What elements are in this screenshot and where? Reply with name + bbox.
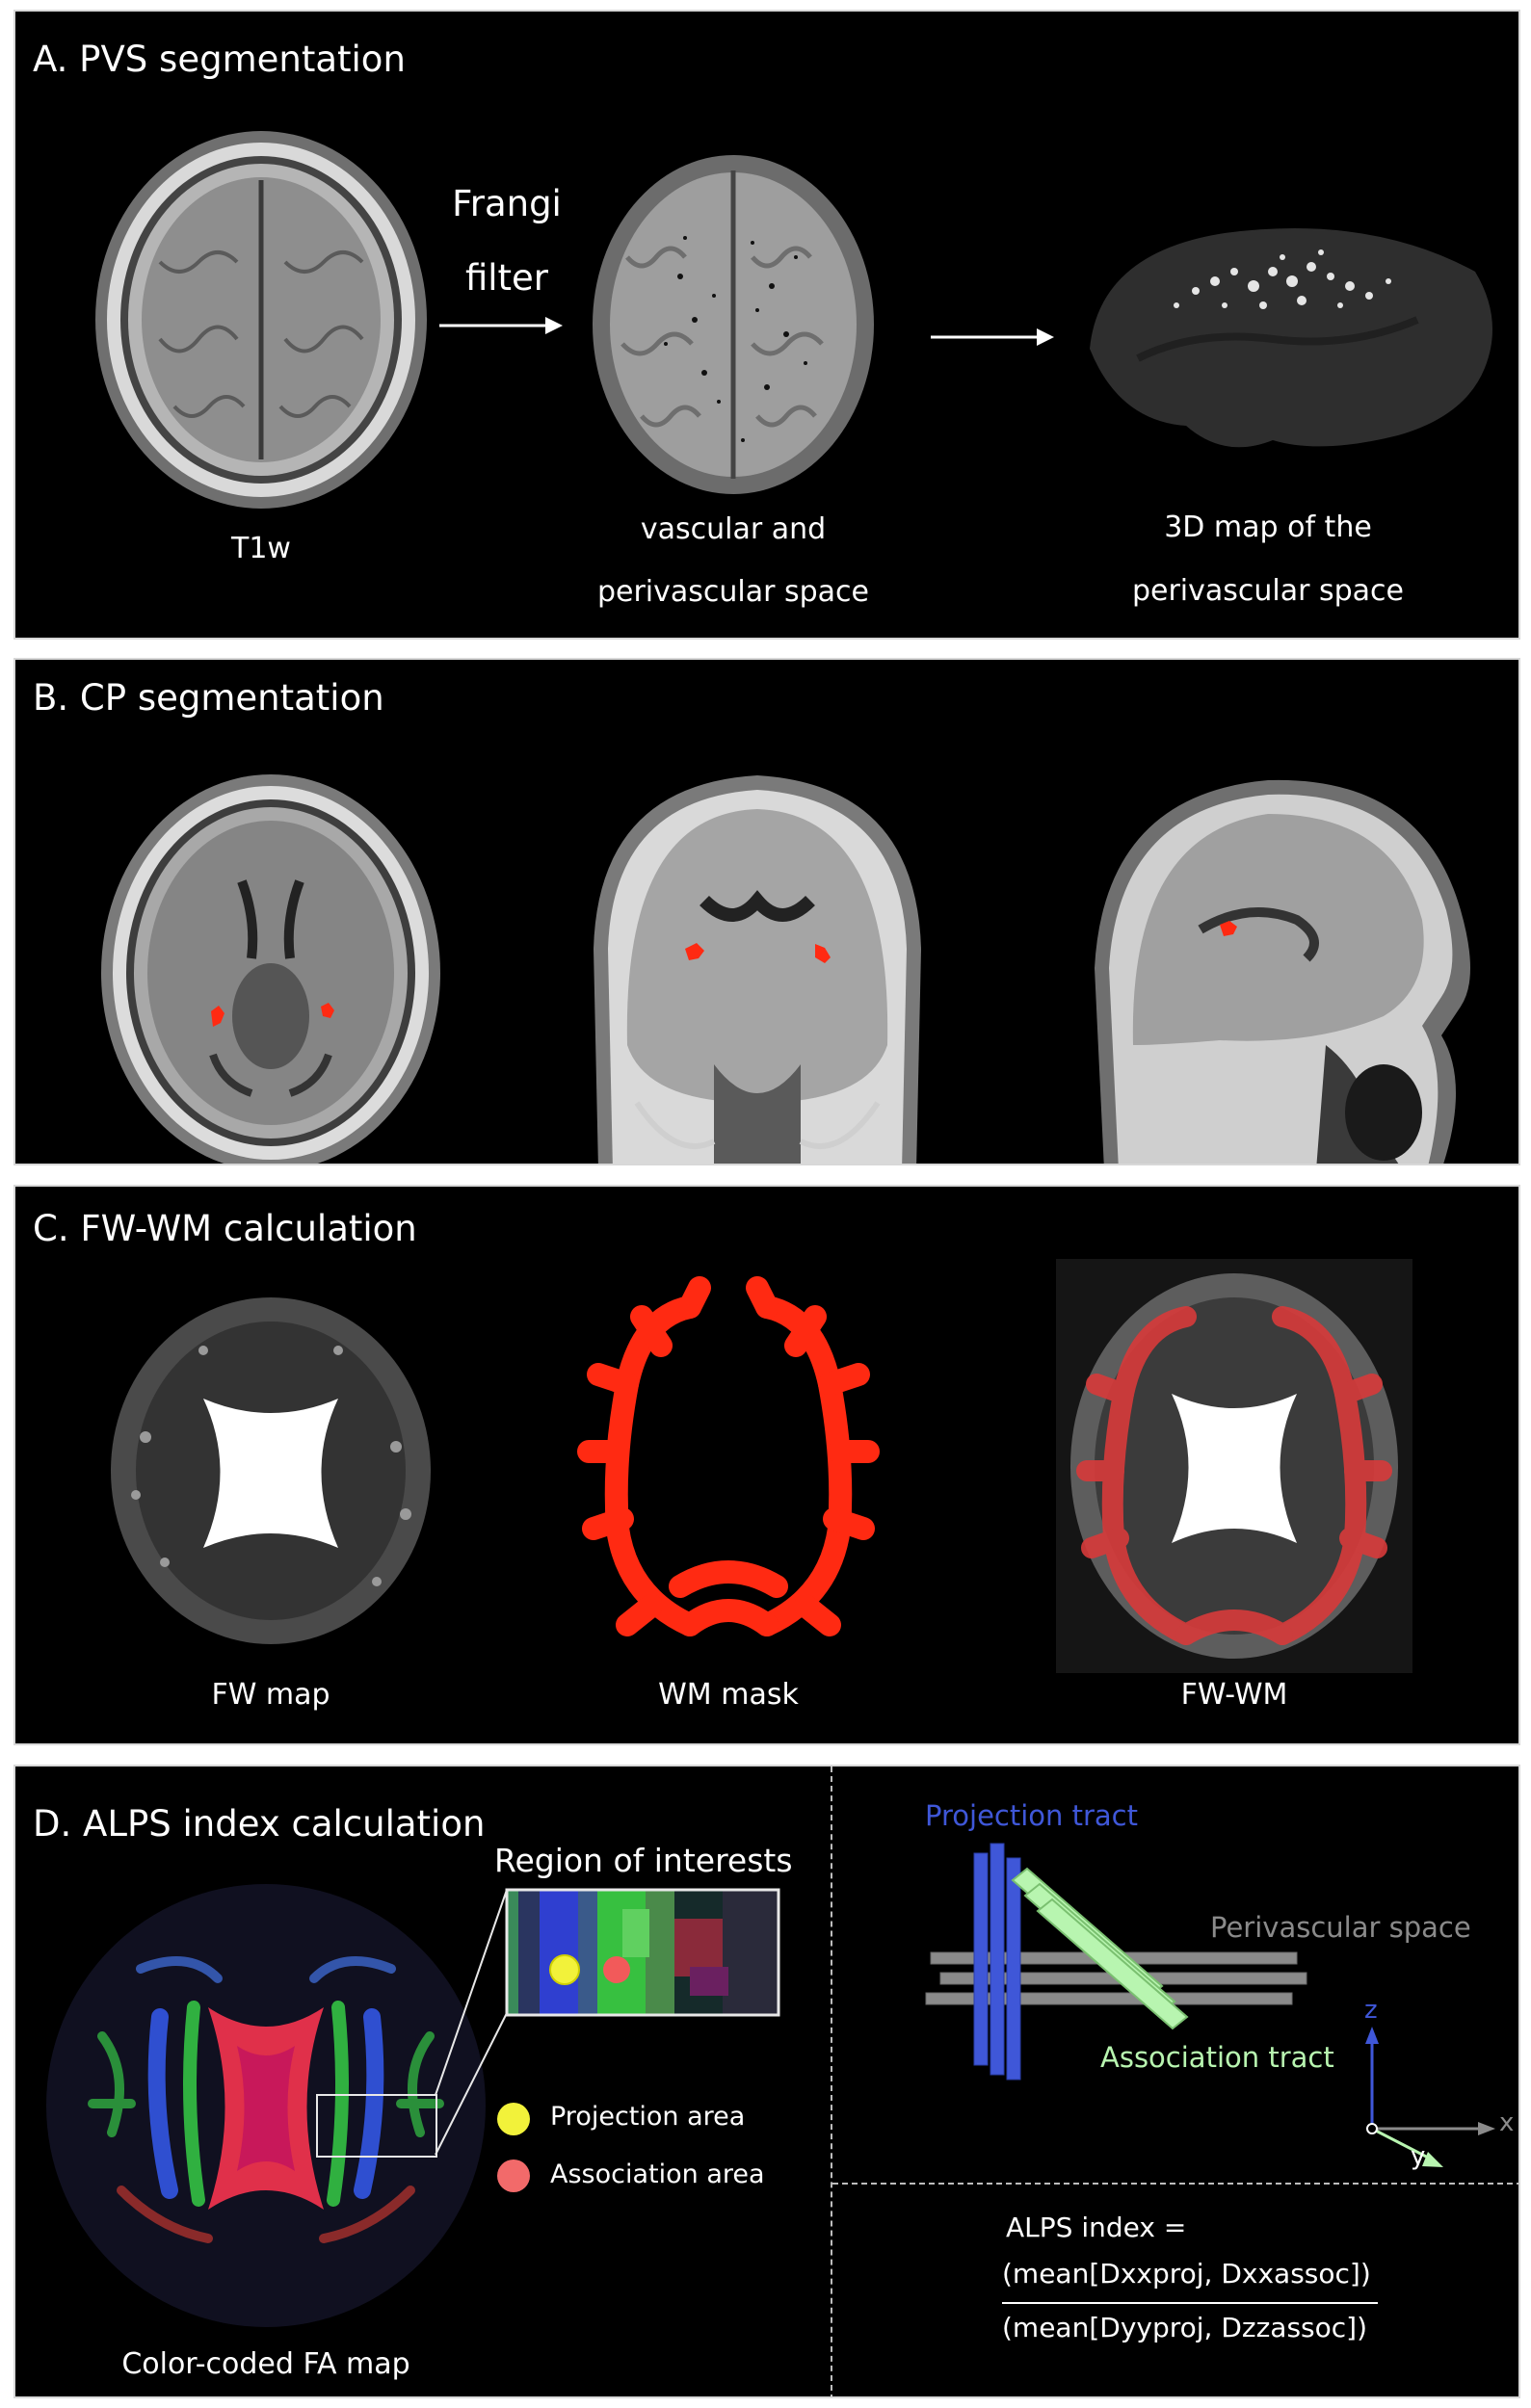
panel-b-title: B. CP segmentation <box>33 677 384 719</box>
axis-y-label: y <box>1411 2142 1426 2171</box>
formula-lhs: ALPS index = <box>1006 2212 1187 2243</box>
perivascular-space-label: Perivascular space <box>1210 1911 1471 1944</box>
label-fa-map: Color-coded FA map <box>121 2347 410 2381</box>
panel-d-alps-index-calculation: D. ALPS index calculation Region of inte… <box>13 1765 1520 2398</box>
label-fw-wm: FW-WM <box>1180 1678 1288 1712</box>
axis-x-label: x <box>1499 2108 1515 2137</box>
label-wm-mask: WM mask <box>658 1678 799 1712</box>
legend-projection-label: Projection area <box>550 2102 746 2132</box>
tract-diagram <box>925 1843 1307 2081</box>
vascular-space-image <box>593 155 874 494</box>
panel-d-title: D. ALPS index calculation <box>33 1803 486 1845</box>
fw-wm-overlay-image <box>1056 1259 1412 1673</box>
formula-denominator: (mean[Dyyproj, Dzzassoc]) <box>1002 2312 1367 2343</box>
legend-association-label: Association area <box>550 2159 765 2189</box>
fw-map-image <box>111 1297 431 1644</box>
label-3d-line2: perivascular space <box>1131 574 1405 608</box>
legend-association-dot <box>497 2159 530 2192</box>
horizontal-dashed-divider <box>832 2183 1518 2185</box>
axis-z-label: z <box>1364 1996 1378 2025</box>
label-vascular-line1: vascular and <box>640 512 827 546</box>
cp-sagittal-image <box>1095 779 1470 1164</box>
roi-title: Region of interests <box>494 1842 793 1879</box>
roi-box-on-fa-map <box>316 2094 437 2158</box>
arrow-frangi <box>439 317 563 334</box>
label-fw-map: FW map <box>211 1678 330 1712</box>
t1w-axial-image <box>95 131 427 509</box>
panel-c-title: C. FW-WM calculation <box>33 1208 417 1249</box>
panel-c-fw-wm-calculation: C. FW-WM calculation FW map WM mask <box>13 1185 1520 1745</box>
association-tract-label: Association tract <box>1100 2041 1334 2074</box>
vertical-dashed-divider <box>831 1767 832 2396</box>
label-frangi-line2: filter <box>464 257 549 299</box>
fa-map-image <box>46 1884 486 2327</box>
arrow-to-3d-map <box>931 328 1054 346</box>
cp-coronal-image <box>594 775 921 1164</box>
label-3d-line1: 3D map of the <box>1164 510 1372 544</box>
panel-a-title: A. PVS segmentation <box>33 39 406 80</box>
wm-mask-image <box>577 1276 880 1636</box>
projection-tract-label: Projection tract <box>925 1799 1138 1832</box>
roi-zoom-image <box>505 1888 780 2017</box>
label-t1w: T1w <box>231 532 291 565</box>
panel-a-pvs-segmentation: A. PVS segmentation T1w Frangi filter <box>13 10 1520 640</box>
roi-connector-lines <box>435 1889 508 2156</box>
coordinate-axes <box>1365 2027 1495 2167</box>
panel-b-cp-segmentation: B. CP segmentation <box>13 658 1520 1165</box>
label-frangi-line1: Frangi <box>452 183 562 224</box>
association-roi-marker <box>603 1956 630 1983</box>
projection-roi-marker <box>549 1954 580 1985</box>
legend-projection-dot <box>497 2103 530 2135</box>
pvs-3d-map-image <box>1090 228 1492 448</box>
formula-numerator: (mean[Dxxproj, Dxxassoc]) <box>1002 2258 1371 2290</box>
formula-fraction-bar <box>1002 2302 1378 2304</box>
label-vascular-line2: perivascular space <box>596 575 870 609</box>
cp-axial-image <box>101 774 440 1164</box>
